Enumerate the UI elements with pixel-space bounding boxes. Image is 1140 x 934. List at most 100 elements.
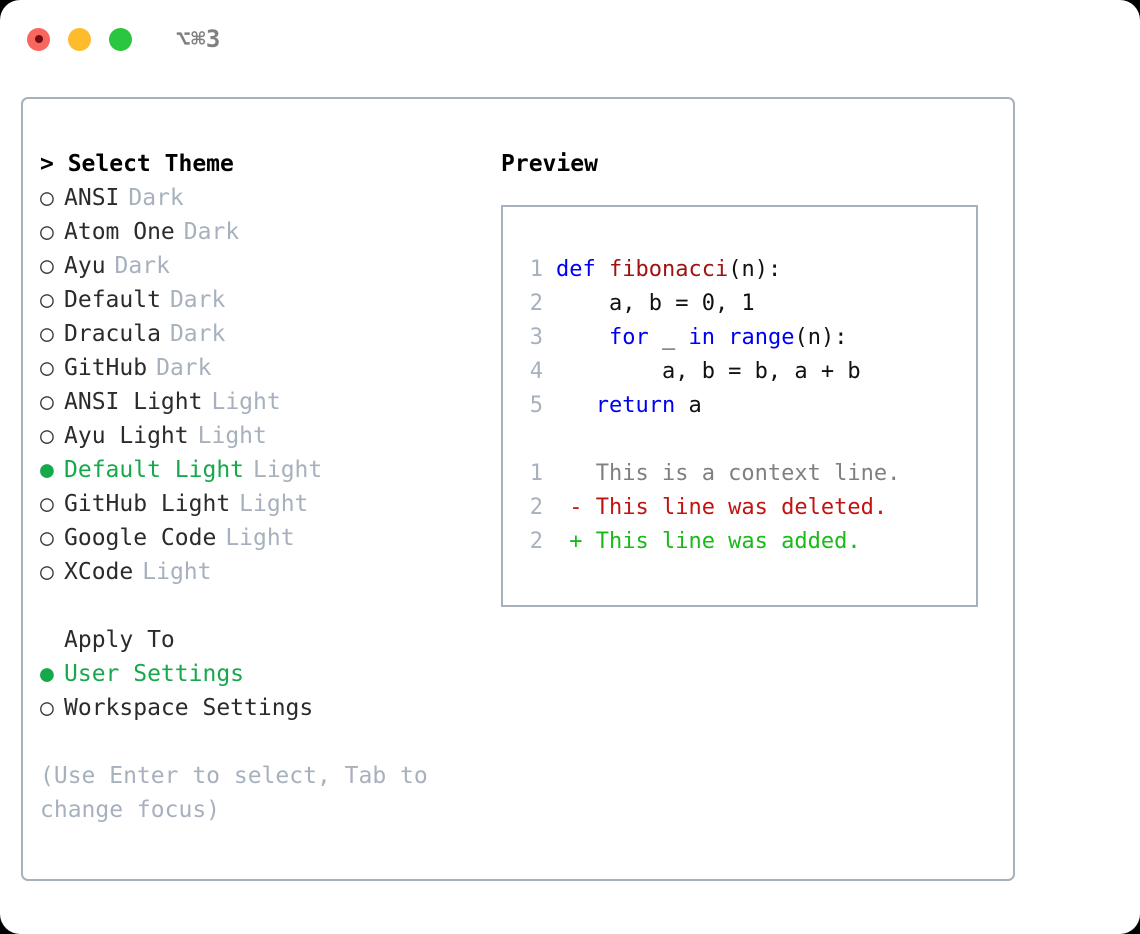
apply-to-option-row[interactable]: ○ Workspace Settings bbox=[40, 691, 493, 725]
code-line: 4 a, b = b, a + b bbox=[517, 355, 976, 389]
code-token: This is a context line. bbox=[556, 461, 901, 486]
window-controls bbox=[27, 27, 132, 51]
code-blank-line bbox=[517, 423, 976, 457]
code-line-number: 1 bbox=[529, 461, 543, 486]
apply-to-option-list[interactable]: ● User Settings ○ Workspace Settings bbox=[40, 657, 493, 725]
code-token: - This line was deleted. bbox=[556, 495, 888, 520]
code-line-number: 3 bbox=[529, 325, 543, 350]
close-button-icon[interactable] bbox=[27, 27, 50, 51]
theme-option-label: ANSI bbox=[64, 185, 120, 211]
theme-option-category-tag: Dark bbox=[169, 321, 226, 347]
theme-option-row[interactable]: ○ Ayu Dark bbox=[40, 249, 493, 283]
radio-unselected-icon: ○ bbox=[40, 185, 54, 211]
code-token: range bbox=[728, 325, 795, 350]
code-token bbox=[556, 389, 596, 423]
keyboard-shortcut-label: ⌥⌘3 bbox=[176, 25, 221, 53]
radio-unselected-icon: ○ bbox=[40, 423, 54, 449]
list-spacer bbox=[40, 589, 493, 623]
theme-option-row[interactable]: ○ ANSI Dark bbox=[40, 181, 493, 215]
code-token: for bbox=[608, 325, 649, 350]
radio-unselected-icon: ○ bbox=[40, 389, 54, 415]
code-line-number: 2 bbox=[529, 495, 543, 520]
theme-option-category-tag: Light bbox=[211, 389, 281, 415]
zoom-button-icon[interactable] bbox=[109, 27, 132, 51]
theme-option-label: Dracula bbox=[64, 321, 161, 347]
minimize-button-icon[interactable] bbox=[68, 27, 91, 51]
theme-option-category-tag: Light bbox=[142, 559, 212, 585]
theme-option-row[interactable]: ○ Ayu Light Light bbox=[40, 419, 493, 453]
apply-to-heading: Apply To bbox=[64, 627, 175, 653]
theme-option-row[interactable]: ○ ANSI Light Light bbox=[40, 385, 493, 419]
code-line-number: 1 bbox=[529, 257, 543, 282]
theme-option-row[interactable]: ○ Dracula Dark bbox=[40, 317, 493, 351]
theme-option-label: Ayu Light bbox=[64, 423, 189, 449]
theme-option-category-tag: Light bbox=[197, 423, 267, 449]
theme-option-row[interactable]: ○ Google Code Light bbox=[40, 521, 493, 555]
code-line: 2 - This line was deleted. bbox=[517, 491, 976, 525]
theme-option-category-tag: Dark bbox=[128, 185, 184, 211]
theme-option-row[interactable]: ○ Atom One Dark bbox=[40, 215, 493, 249]
theme-option-label: Google Code bbox=[64, 525, 217, 551]
radio-unselected-icon: ○ bbox=[40, 253, 54, 279]
radio-unselected-icon: ○ bbox=[40, 695, 54, 721]
radio-selected-icon: ● bbox=[40, 661, 54, 687]
theme-option-label: Ayu bbox=[64, 253, 106, 279]
theme-option-label: Atom One bbox=[64, 219, 175, 245]
theme-option-label: Default Light bbox=[64, 457, 245, 483]
code-line: 1 This is a context line. bbox=[517, 457, 976, 491]
code-token: return bbox=[595, 393, 676, 418]
radio-unselected-icon: ○ bbox=[40, 321, 54, 347]
theme-option-label: GitHub Light bbox=[64, 491, 231, 517]
code-line-number: 2 bbox=[529, 291, 543, 316]
theme-option-category-tag: Dark bbox=[114, 253, 170, 279]
code-token: (n): bbox=[728, 257, 782, 282]
code-line: 3 for _ in range(n): bbox=[517, 321, 976, 355]
code-line: 2 a, b = 0, 1 bbox=[517, 287, 976, 321]
radio-unselected-icon: ○ bbox=[40, 525, 54, 551]
code-token: (n): bbox=[794, 325, 848, 350]
title-bar: ⌥⌘3 bbox=[0, 0, 1140, 78]
code-token: in bbox=[688, 325, 715, 350]
theme-option-label: GitHub bbox=[64, 355, 148, 381]
theme-option-category-tag: Dark bbox=[156, 355, 212, 381]
theme-option-row[interactable]: ● Default Light Light bbox=[40, 453, 493, 487]
theme-option-label: XCode bbox=[64, 559, 134, 585]
theme-option-label: ANSI Light bbox=[64, 389, 203, 415]
radio-unselected-icon: ○ bbox=[40, 559, 54, 585]
radio-unselected-icon: ○ bbox=[40, 491, 54, 517]
theme-option-category-tag: Light bbox=[253, 457, 323, 483]
code-token bbox=[556, 321, 609, 355]
code-line-number: 2 bbox=[529, 529, 543, 554]
code-token: a bbox=[675, 393, 702, 418]
code-token: + This line was added. bbox=[556, 529, 861, 554]
theme-option-category-tag: Light bbox=[239, 491, 309, 517]
radio-selected-icon: ● bbox=[40, 457, 54, 483]
code-token bbox=[715, 321, 728, 355]
code-line-number: 4 bbox=[529, 359, 543, 384]
theme-option-row[interactable]: ○ XCode Light bbox=[40, 555, 493, 589]
apply-to-option-label: Workspace Settings bbox=[64, 695, 314, 721]
code-token: _ bbox=[648, 325, 689, 350]
code-line: 2 + This line was added. bbox=[517, 525, 976, 559]
radio-unselected-icon: ○ bbox=[40, 287, 54, 313]
theme-option-category-tag: Dark bbox=[183, 219, 240, 245]
theme-option-category-tag: Dark bbox=[169, 287, 226, 313]
code-line: 5 return a bbox=[517, 389, 976, 423]
theme-option-row[interactable]: ○ GitHub Light Light bbox=[40, 487, 493, 521]
apply-to-option-row[interactable]: ● User Settings bbox=[40, 657, 493, 691]
apply-to-option-label: User Settings bbox=[64, 661, 245, 687]
code-token: def bbox=[556, 257, 609, 282]
code-line-number: 5 bbox=[529, 393, 543, 418]
theme-option-category-tag: Light bbox=[225, 525, 295, 551]
keyboard-hint-text: (Use Enter to select, Tab to change focu… bbox=[40, 763, 428, 823]
radio-unselected-icon: ○ bbox=[40, 219, 54, 245]
